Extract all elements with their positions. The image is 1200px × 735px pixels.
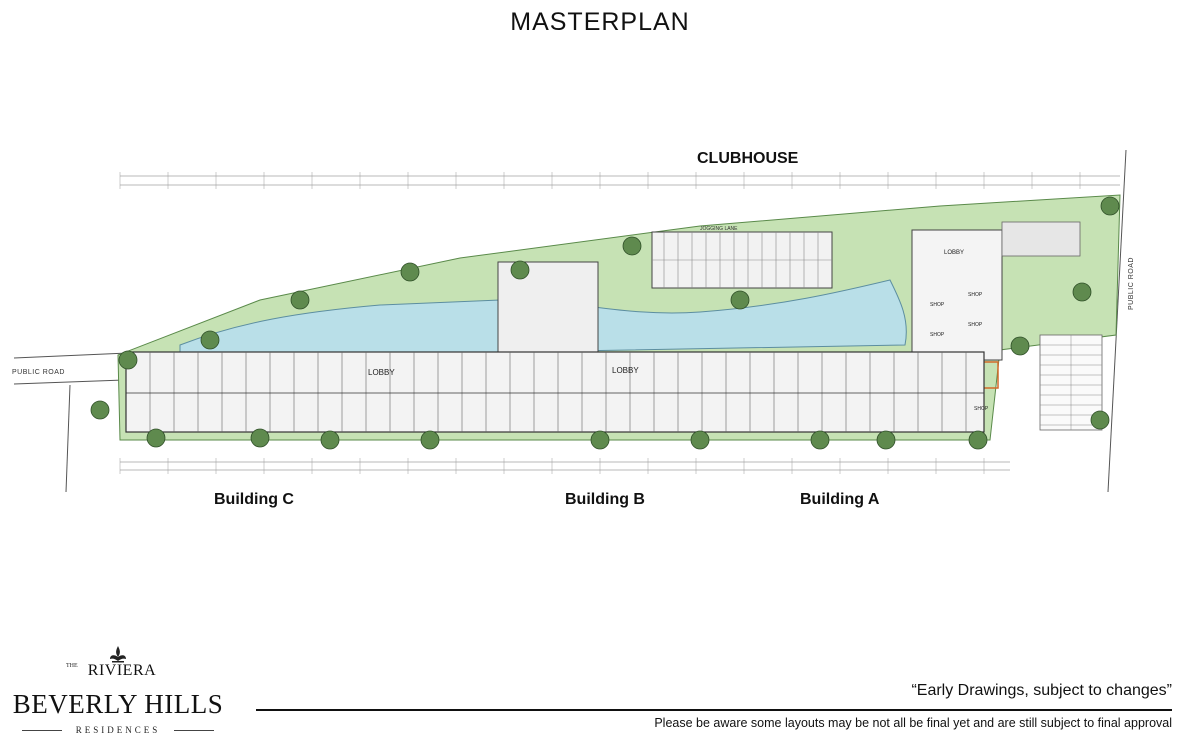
tree-icon [730, 290, 750, 310]
brand-riviera-text: RIVIERA [87, 662, 157, 679]
building-c-label: Building C [214, 491, 294, 508]
brand-residences: RESIDENCES [75, 725, 161, 735]
brand-rule-right [174, 730, 214, 731]
brand-name: BEVERLY HILLS [12, 689, 224, 719]
brand-the: THE [66, 663, 78, 669]
tree-icon [146, 428, 166, 448]
building-a-upper-block [911, 229, 1003, 361]
tree-icon [590, 430, 610, 450]
tree-icon [876, 430, 896, 450]
tree-icon [968, 430, 988, 450]
clubhouse-grid [652, 232, 832, 288]
building-a-label: Building A [800, 491, 880, 508]
residential-row [125, 351, 985, 433]
page-title: MASTERPLAN [510, 8, 690, 36]
lobby-label-b: LOBBY [612, 366, 639, 375]
tree-icon [250, 428, 270, 448]
tree-icon [320, 430, 340, 450]
brand-logo: THE RIVIERA BEVERLY HILLS RESIDENCES [0, 645, 236, 735]
public-road-right-label: PUBLIC ROAD [1128, 257, 1135, 310]
shop-label-3: SHOP [968, 322, 983, 328]
shop-label-5: SHOP [974, 406, 989, 412]
tree-icon [118, 350, 138, 370]
tree-icon [1100, 196, 1120, 216]
parking-lines [1040, 335, 1102, 430]
divider [256, 709, 1172, 711]
tree-icon [810, 430, 830, 450]
dimension-ticks [119, 172, 1081, 474]
tree-icon [420, 430, 440, 450]
shop-label-1: SHOP [930, 302, 945, 308]
dimension-lines [120, 175, 1120, 471]
tree-icon [200, 330, 220, 350]
roof-hatch [1001, 221, 1081, 257]
tree-icon [622, 236, 642, 256]
tree-icon [400, 262, 420, 282]
lobby-label-c: LOBBY [368, 368, 395, 377]
tree-icon [90, 400, 110, 420]
shop-label-4: SHOP [930, 332, 945, 338]
disclaimer-text: Please be aware some layouts may be not … [654, 716, 1172, 730]
tree-icon [690, 430, 710, 450]
jogging-lane-label: JOGGING LANE [700, 226, 738, 232]
clubhouse-label: CLUBHOUSE [697, 150, 799, 167]
shop-label-2: SHOP [968, 292, 983, 298]
tree-icon [290, 290, 310, 310]
brand-riviera: RIVIERA [0, 662, 236, 680]
tree-icon [1010, 336, 1030, 356]
unit-grid [149, 352, 967, 432]
trees [90, 196, 1120, 450]
lobby-label-a: LOBBY [944, 250, 964, 256]
public-road-left-label: PUBLIC ROAD [12, 369, 65, 376]
fleur-crest-icon [110, 646, 126, 663]
tree-icon [1090, 410, 1110, 430]
tree-icon [1072, 282, 1092, 302]
road-left-lines [13, 352, 129, 493]
tree-icon [510, 260, 530, 280]
road-right-lines [1107, 149, 1127, 493]
early-drawings-note: “Early Drawings, subject to changes” [911, 682, 1172, 699]
building-b-label: Building B [565, 491, 645, 508]
brand-rule-left [22, 730, 62, 731]
